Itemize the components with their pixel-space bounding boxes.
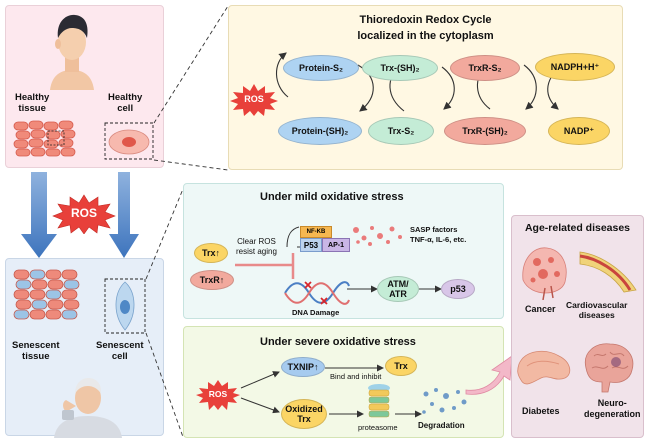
sasp-particles xyxy=(353,226,402,246)
atm-atr-node: ATM/ ATR xyxy=(377,276,419,302)
trx-ros-burst xyxy=(230,84,278,116)
mild-stress-title: Under mild oxidative stress xyxy=(260,191,404,203)
elderly-person-illustration xyxy=(54,378,122,438)
severe-stress-title: Under severe oxidative stress xyxy=(260,336,416,348)
ap1-box: AP-1 xyxy=(322,238,350,252)
cancer-illustration xyxy=(522,247,567,300)
nadp-node: NADP⁺ xyxy=(548,117,610,145)
healthy-cell-label: Healthy cell xyxy=(108,92,143,114)
severe-ros-burst xyxy=(196,380,240,410)
clear-ros-label: Clear ROS resist aging xyxy=(236,237,277,256)
dna-damage-label: DNA Damage xyxy=(292,308,340,317)
txnip-node: TXNIP↑ xyxy=(281,357,325,377)
trx-node: Trx xyxy=(385,356,417,376)
oxidized-trx-node: Oxidized Trx xyxy=(281,399,327,429)
healthy-person-illustration xyxy=(50,14,94,90)
severe-ros-label: ROS xyxy=(208,389,228,399)
senescent-cell-label: Senescent cell xyxy=(96,340,144,362)
cancer-label: Cancer xyxy=(525,304,556,314)
senescent-tissue-label: Senescent tissue xyxy=(12,340,60,362)
senescent-tissue-illustration xyxy=(13,269,80,320)
trxr-sh2-node: TrxR-(SH)₂ xyxy=(444,117,526,145)
trx-cycle-title: Thioredoxin Redox Cycle xyxy=(359,14,492,26)
severe-stress-panel xyxy=(183,326,504,438)
ros-transition-arrows xyxy=(21,172,139,258)
neurodegeneration-label: Neuro- degeneration xyxy=(584,398,641,419)
degradation-label: Degradation xyxy=(418,421,465,430)
diseases-title: Age-related diseases xyxy=(524,222,631,234)
severe-pathway-arrows xyxy=(240,364,422,418)
trx-cycle-arrows xyxy=(275,52,561,112)
proteasome-label: proteasome xyxy=(358,423,398,432)
brain-illustration xyxy=(584,343,634,393)
trx-up-node: Trx↑ xyxy=(194,243,228,263)
trx-sh2-node: Trx-(SH)₂ xyxy=(362,55,438,81)
healthy-tissue-label: Healthy tissue xyxy=(15,92,50,114)
trxr-up-node: TrxR↑ xyxy=(190,270,234,290)
nfkb-box: NF-KB xyxy=(300,226,332,238)
diabetes-label: Diabetes xyxy=(522,406,560,416)
ros-label-left: ROS xyxy=(70,206,97,220)
bind-inhibit-label: Bind and inhibit xyxy=(330,372,382,381)
trx-s2-node: Trx-S₂ xyxy=(368,117,434,145)
healthy-cell-illustration xyxy=(104,122,154,160)
trx-ros-label: ROS xyxy=(244,94,264,104)
disease-arrow xyxy=(465,355,513,395)
diabetes-illustration xyxy=(517,350,571,385)
p53-box: P53 xyxy=(300,238,322,252)
cardiovascular-label: Cardiovascular diseases xyxy=(566,300,628,320)
cardiovascular-illustration xyxy=(579,251,637,293)
healthy-tissue-illustration xyxy=(13,120,76,157)
protein-s2-node: Protein-S₂ xyxy=(283,55,359,81)
p53-node: p53 xyxy=(441,279,475,299)
proteasome-illustration xyxy=(368,384,390,418)
ros-burst xyxy=(52,194,116,234)
protein-sh2-node: Protein-(SH)₂ xyxy=(278,117,362,145)
degradation-particles xyxy=(422,388,467,414)
trx-cycle-panel xyxy=(228,5,623,170)
nadph-node: NADPH+H⁺ xyxy=(535,53,615,81)
sasp-label: SASP factors TNF-α, IL-6, etc. xyxy=(410,225,467,244)
dna-helix-illustration xyxy=(284,281,350,305)
trx-cycle-subtitle: localized in the cytoplasm xyxy=(357,30,494,42)
trxr-s2-node: TrxR-S₂ xyxy=(450,55,520,81)
senescent-cell-illustration xyxy=(104,278,146,334)
